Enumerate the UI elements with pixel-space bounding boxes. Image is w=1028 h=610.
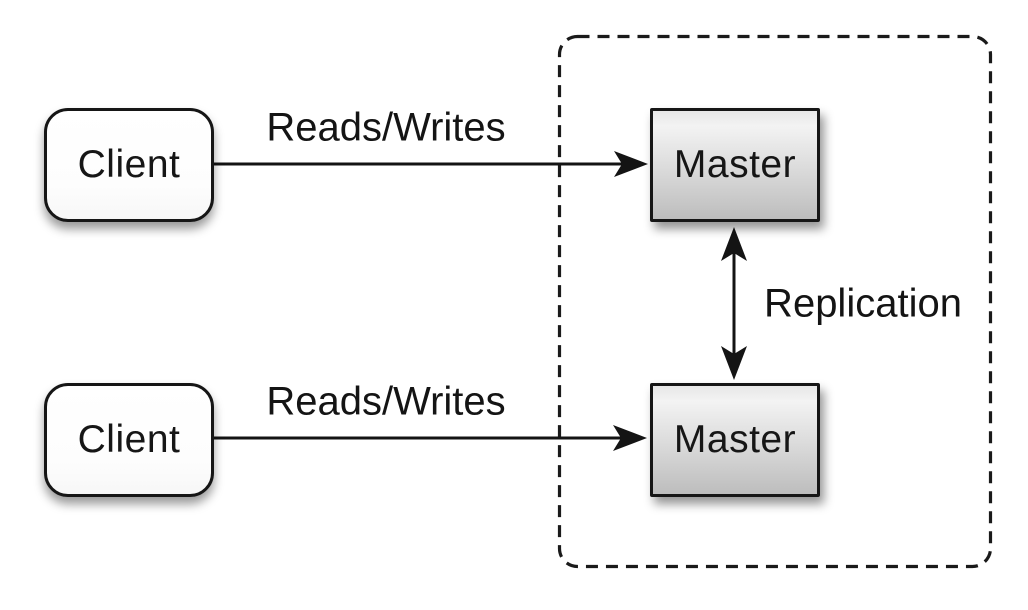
- edge-reads-writes-bottom: [214, 425, 647, 451]
- node-master-top-label: Master: [673, 143, 797, 186]
- node-master-bottom-label: Master: [673, 418, 797, 461]
- arrowhead-right-icon: [613, 425, 647, 451]
- edge-replication: [721, 227, 747, 380]
- node-client-bottom-label: Client: [77, 418, 181, 461]
- node-client-top: Client: [44, 108, 214, 222]
- node-client-bottom: Client: [44, 383, 214, 497]
- edge-label-reads-writes-bottom: Reads/Writes: [266, 379, 506, 424]
- arrowhead-down-icon: [721, 346, 747, 380]
- arrowhead-right-icon: [614, 151, 648, 177]
- replication-group-boundary: [557, 34, 993, 569]
- edge-label-replication: Replication: [764, 281, 962, 326]
- edge-reads-writes-top: [214, 151, 648, 177]
- arrowhead-up-icon: [721, 227, 747, 261]
- node-client-top-label: Client: [77, 143, 181, 186]
- edge-label-reads-writes-top: Reads/Writes: [266, 105, 506, 150]
- node-master-bottom: Master: [650, 383, 820, 497]
- node-master-top: Master: [650, 108, 820, 222]
